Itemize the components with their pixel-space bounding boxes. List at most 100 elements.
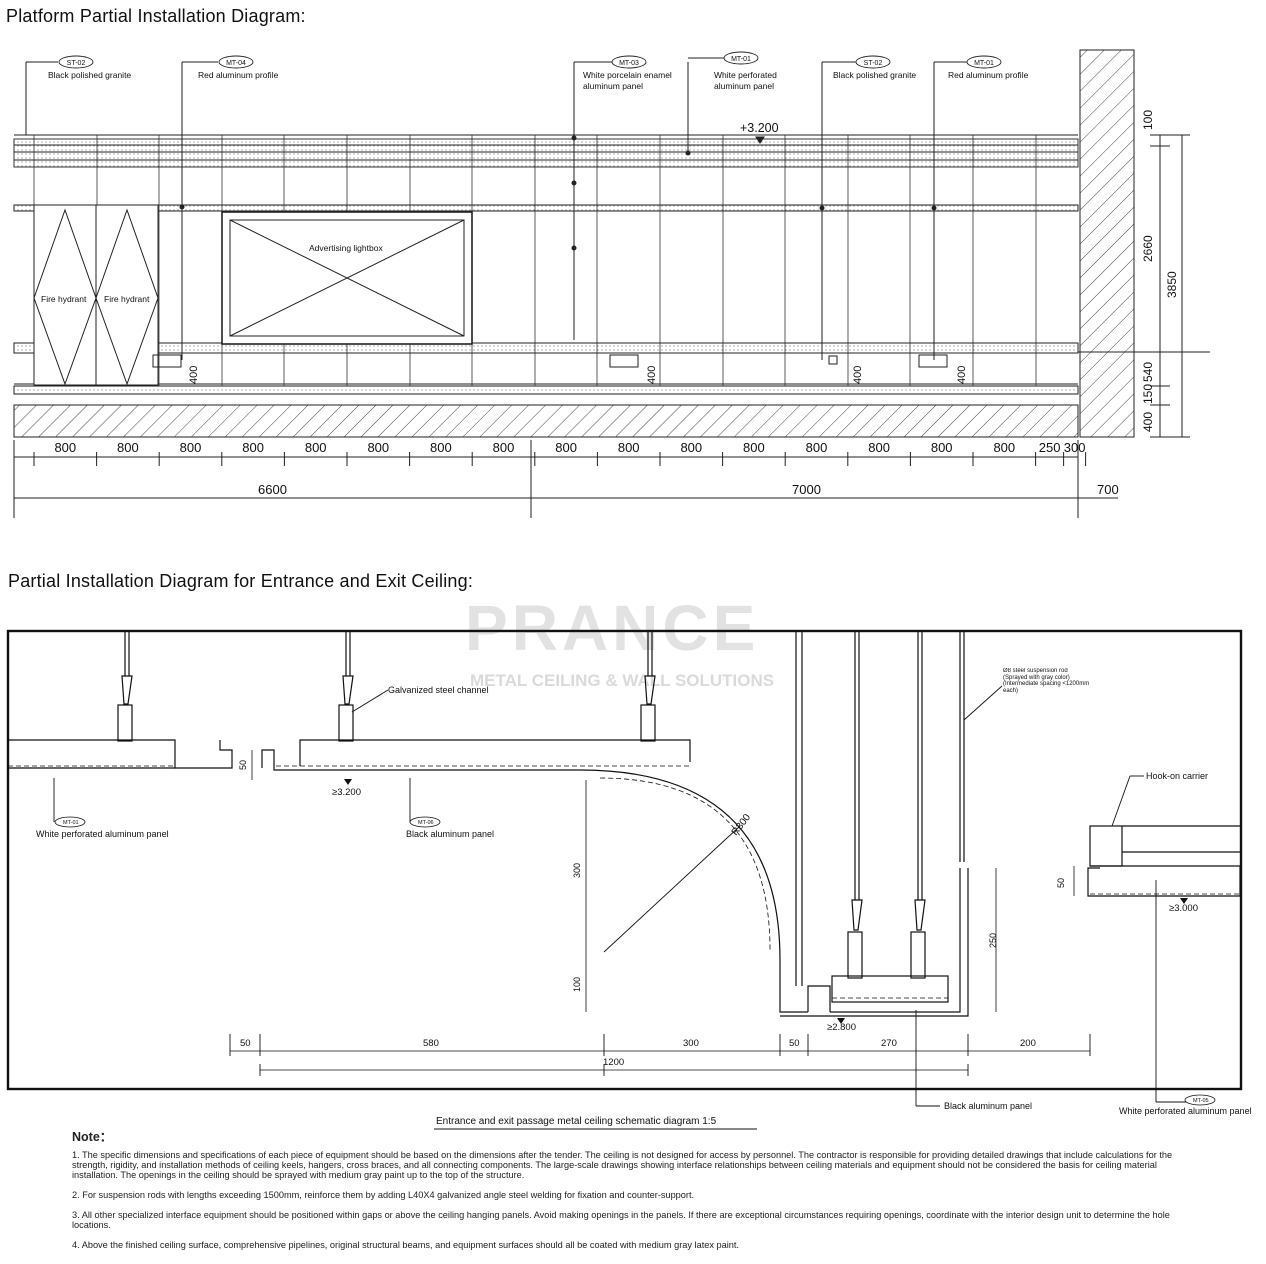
callout-code: MT-04 — [226, 60, 246, 67]
hdim-580: 580 — [423, 1038, 439, 1049]
vdim-300: 300 — [572, 863, 582, 878]
callout-label: aluminum panel — [583, 81, 643, 91]
ceiling-dim-ticks — [229, 1034, 1091, 1076]
note-item: 3. All other specialized interface equip… — [72, 1210, 1170, 1230]
callout-code: ST-02 — [864, 60, 883, 67]
fire-hydrant-label-right: Fire hydrant — [104, 294, 150, 304]
callout-tag-ellipse — [723, 51, 759, 65]
callout-label: White perforated — [714, 70, 777, 80]
callout-code: MT-03 — [619, 60, 639, 67]
vdim-50-left: 50 — [238, 760, 248, 770]
note-item: 4. Above the finished ceiling surface, c… — [72, 1240, 739, 1250]
label-channel: Galvanized steel channel — [388, 685, 489, 695]
callout-code: MT-01 — [974, 60, 994, 67]
callout-code: MT-01 — [731, 56, 751, 63]
notes-heading: Note： — [72, 1130, 113, 1144]
callout-label: Black polished granite — [48, 70, 131, 80]
ceiling-section — [6, 629, 1243, 1107]
module-dim-label: 800 — [242, 440, 264, 455]
callout-tag-ellipse — [611, 55, 647, 69]
callout-code: ST-02 — [67, 60, 86, 67]
watermark-subtitle: METAL CEILING & WALL SOLUTIONS — [470, 671, 774, 690]
callout-tag-ellipse — [58, 55, 94, 69]
level-3200: ≥3.200 — [332, 787, 361, 798]
module-dim-label: 800 — [117, 440, 139, 455]
hdim-50-b: 50 — [789, 1038, 800, 1049]
tag-mt05: MT-05 — [1193, 1098, 1209, 1104]
module-dim-label: 300 — [1064, 440, 1086, 455]
socket-dim-3: 400 — [852, 366, 864, 384]
socket-dim-2: 400 — [646, 366, 658, 384]
callout-label: Black polished granite — [833, 70, 916, 80]
callout-tag-ellipse — [966, 55, 1002, 69]
callout-label: Red aluminum profile — [948, 70, 1029, 80]
ceiling-title: Partial Installation Diagram for Entranc… — [8, 571, 474, 591]
watermark-brand: PRANCE — [465, 592, 759, 664]
socket-dim-4: 400 — [956, 366, 968, 384]
platform-elevation — [13, 49, 1210, 518]
callout-tag-ellipse — [218, 55, 254, 69]
notes-section: Note： 1. The specific dimensions and spe… — [72, 1130, 1182, 1260]
module-dim-label: 800 — [180, 440, 202, 455]
label-mt06: Black aluminum panel — [406, 829, 494, 839]
total-dim-6600: 6600 — [258, 482, 287, 497]
platform-elevation-mark: +3.200 — [740, 121, 779, 135]
vdim-100: 100 — [572, 977, 582, 992]
tag-mt01: MT-01 — [63, 820, 79, 826]
module-dim-label: 800 — [931, 440, 953, 455]
label-mt01: White perforated aluminum panel — [36, 829, 169, 839]
right-dim-400: 400 — [1141, 412, 1155, 432]
right-dim-100: 100 — [1141, 110, 1155, 130]
total-dim-700: 700 — [1097, 482, 1119, 497]
hdim-1200: 1200 — [603, 1057, 624, 1068]
callout-label: aluminum panel — [714, 81, 774, 91]
total-dim-7000: 7000 — [792, 482, 821, 497]
module-dim-label: 800 — [618, 440, 640, 455]
callout-label: Red aluminum profile — [198, 70, 279, 80]
module-dim-label: 800 — [680, 440, 702, 455]
label-rod: Ø8 steel suspension rod (Sprayed with gr… — [1003, 668, 1090, 694]
module-dim-label: 800 — [993, 440, 1015, 455]
callout-label: White porcelain enamel — [583, 70, 672, 80]
vdim-50-right: 50 — [1056, 878, 1066, 888]
ceiling-callout-tags — [54, 816, 1216, 1106]
lightbox-label: Advertising lightbox — [309, 243, 383, 253]
radius-label: R300 — [730, 812, 754, 838]
module-dim-label: 250 — [1039, 440, 1061, 455]
module-dim-label: 800 — [367, 440, 389, 455]
platform-title: Platform Partial Installation Diagram: — [6, 6, 306, 26]
socket-dim-1: 400 — [188, 366, 200, 384]
module-dim-label: 800 — [868, 440, 890, 455]
level-2800: ≥2.800 — [827, 1022, 856, 1033]
hdim-50-a: 50 — [240, 1038, 251, 1049]
right-dim-ticks — [1078, 134, 1210, 438]
level-3000: ≥3.000 — [1169, 903, 1198, 914]
right-dim-150: 150 — [1141, 384, 1155, 404]
ceiling-caption: Entrance and exit passage metal ceiling … — [436, 1116, 717, 1127]
hdim-270: 270 — [881, 1038, 897, 1049]
hdim-300: 300 — [683, 1038, 699, 1049]
note-item: 1. The specific dimensions and specifica… — [72, 1150, 1173, 1180]
label-mt05: White perforated aluminum panel — [1119, 1106, 1252, 1116]
hdim-200: 200 — [1020, 1038, 1036, 1049]
module-dim-label: 800 — [555, 440, 577, 455]
label-hook: Hook-on carrier — [1146, 771, 1208, 781]
right-dim-2660: 2660 — [1141, 235, 1155, 262]
right-dim-3850: 3850 — [1165, 271, 1179, 298]
module-dim-label: 800 — [430, 440, 452, 455]
callout-tag-ellipse — [855, 55, 891, 69]
fire-hydrant-label-left: Fire hydrant — [41, 294, 87, 304]
module-dim-label: 800 — [493, 440, 515, 455]
tag-mt06: MT-06 — [418, 820, 434, 826]
right-dim-540: 540 — [1141, 362, 1155, 382]
note-item: 2. For suspension rods with lengths exce… — [72, 1190, 695, 1200]
bottom-module-dims: 800 800 800 800 800 800 800 800 800 800 800 800 800 8… — [33, 440, 1087, 466]
label-black-panel: Black aluminum panel — [944, 1101, 1032, 1111]
module-dim-label: 800 — [305, 440, 327, 455]
module-dim-label: 800 — [743, 440, 765, 455]
vdim-250: 250 — [988, 933, 998, 948]
module-dim-label: 800 — [806, 440, 828, 455]
module-dim-label: 800 — [54, 440, 76, 455]
